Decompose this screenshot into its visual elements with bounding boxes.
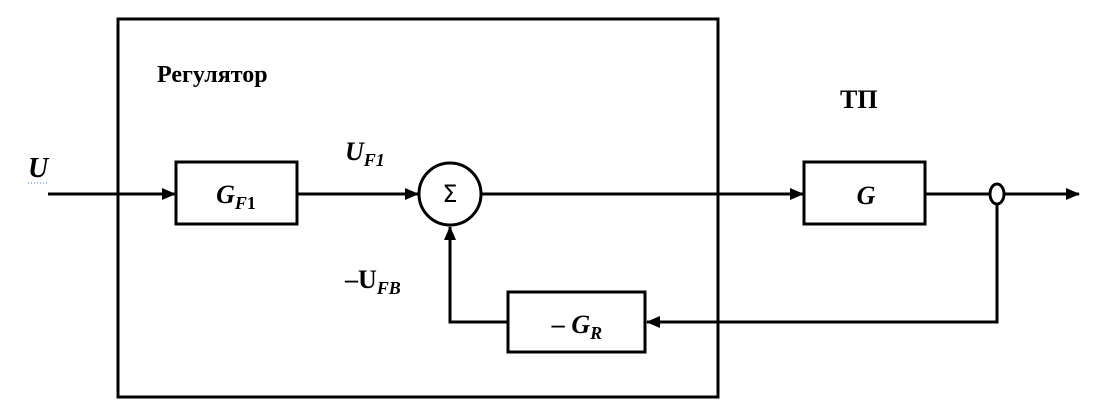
feedback-return-path bbox=[444, 226, 508, 324]
regulator-title: Регулятор bbox=[157, 62, 268, 88]
input-signal-label: U bbox=[28, 153, 50, 184]
feedback-signal-label: –UFB bbox=[344, 265, 401, 298]
regulator-boundary bbox=[116, 17, 720, 399]
g-block bbox=[802, 160, 927, 226]
feedback-path bbox=[646, 204, 999, 328]
uf1-label: UF1 bbox=[345, 137, 385, 170]
gf1-label: GF1 bbox=[216, 180, 256, 213]
summer-symbol: Σ bbox=[442, 180, 457, 208]
plant-title: ТП bbox=[840, 85, 878, 114]
gr-label: – GR bbox=[551, 310, 602, 343]
pickoff-node bbox=[988, 182, 1006, 206]
gf1-block bbox=[174, 160, 299, 226]
g-label: G bbox=[857, 181, 876, 210]
